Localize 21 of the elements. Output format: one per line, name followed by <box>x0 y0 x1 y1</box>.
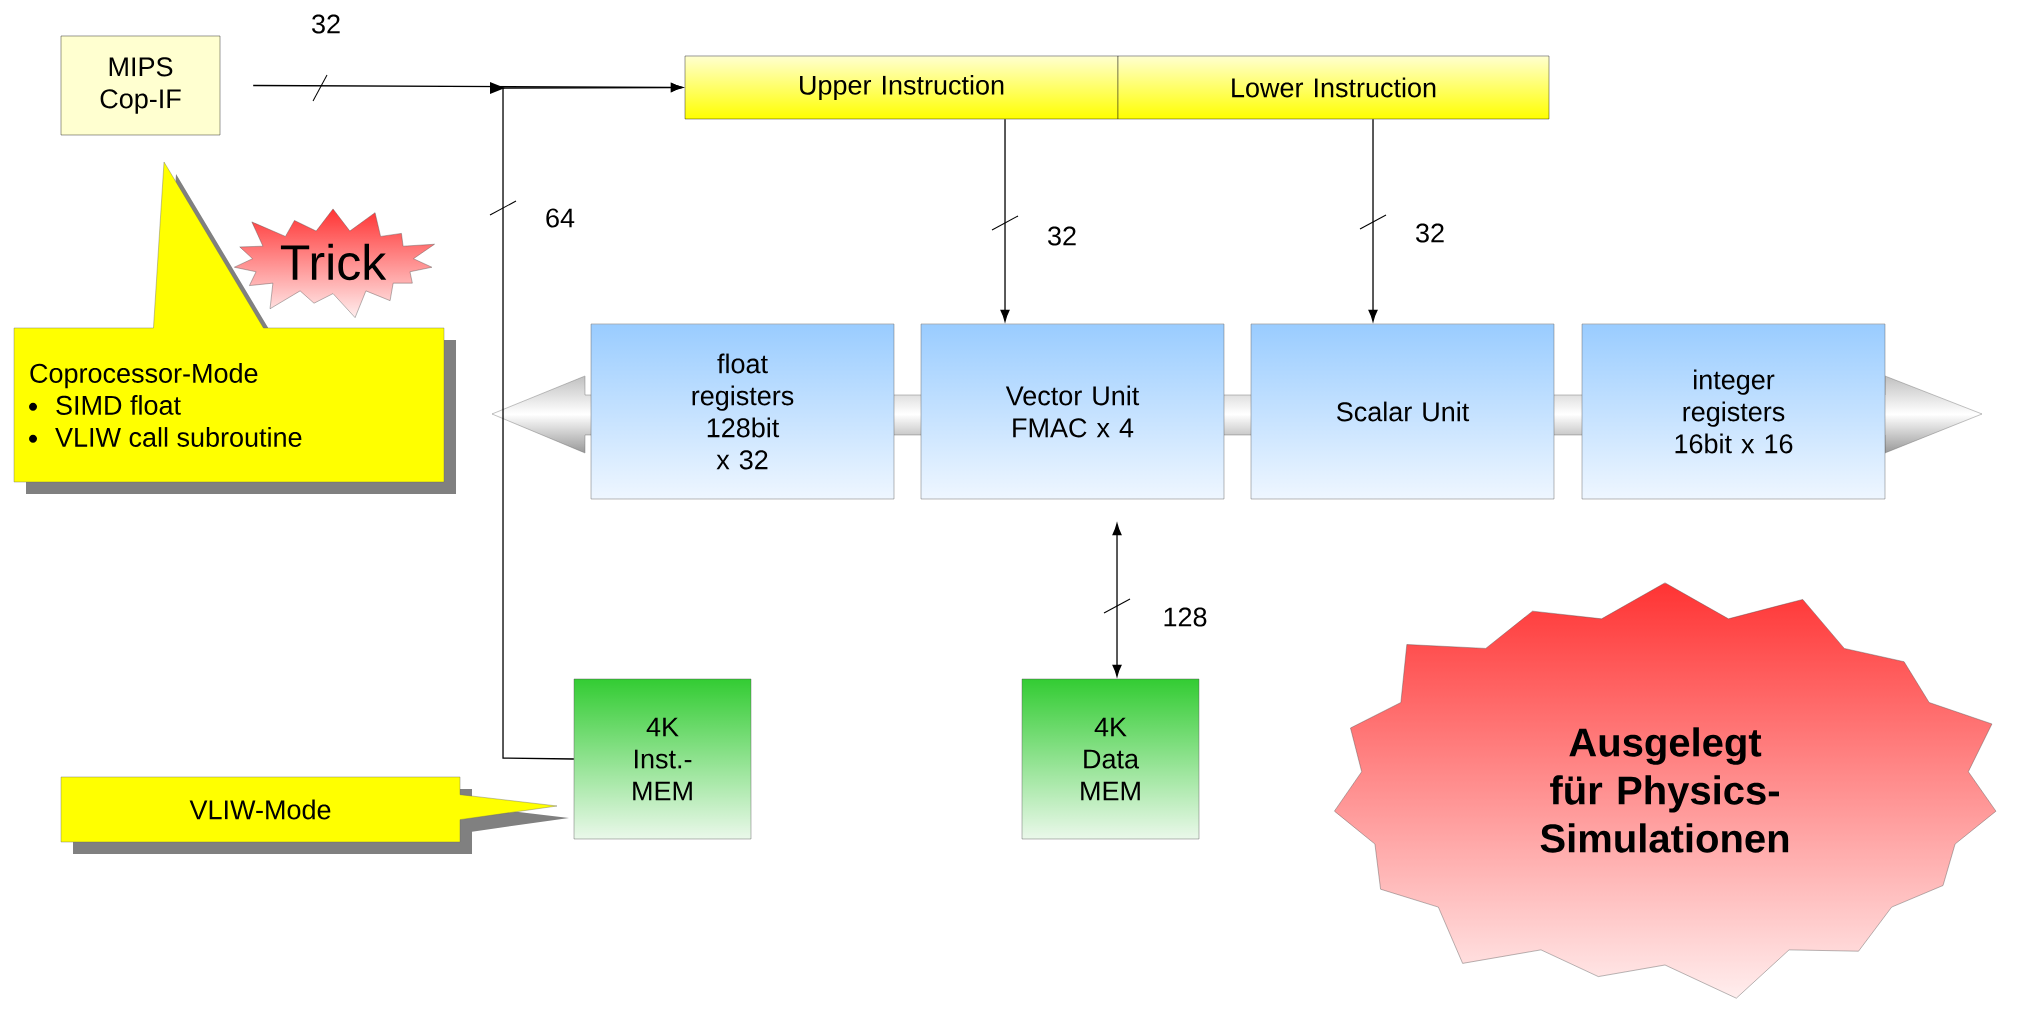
arrow <box>991 118 1019 322</box>
instruction-box: Lower Instruction <box>1117 55 1550 120</box>
unit-box: Scalar Unit <box>1250 323 1555 500</box>
instruction-box: Upper Instruction <box>684 55 1119 120</box>
starburst: Trick <box>234 208 435 318</box>
arrow <box>1103 523 1131 677</box>
arrow <box>489 83 683 760</box>
unit-box: float registers 128bit x 32 <box>590 323 895 500</box>
memory-box: 4K Data MEM <box>1021 678 1200 840</box>
unit-box: integer registers 16bit x 16 <box>1581 323 1886 500</box>
memory-box: 4K Inst.-MEM <box>573 678 752 840</box>
unit-box: Vector Unit FMAC x 4 <box>920 323 1225 500</box>
callout-box: VLIW-Mode <box>60 776 569 854</box>
interface-box: MIPS Cop-IF <box>60 35 221 136</box>
edge-label: 32 <box>309 12 344 36</box>
edge-label: 32 <box>1413 221 1448 245</box>
arrow <box>1359 118 1387 322</box>
edge-label: 128 <box>1160 605 1210 629</box>
starburst: Ausgelegt für Physics-Simulationen <box>1334 582 1997 999</box>
edge-label: 32 <box>1045 224 1080 248</box>
edge-label: 64 <box>543 206 578 230</box>
